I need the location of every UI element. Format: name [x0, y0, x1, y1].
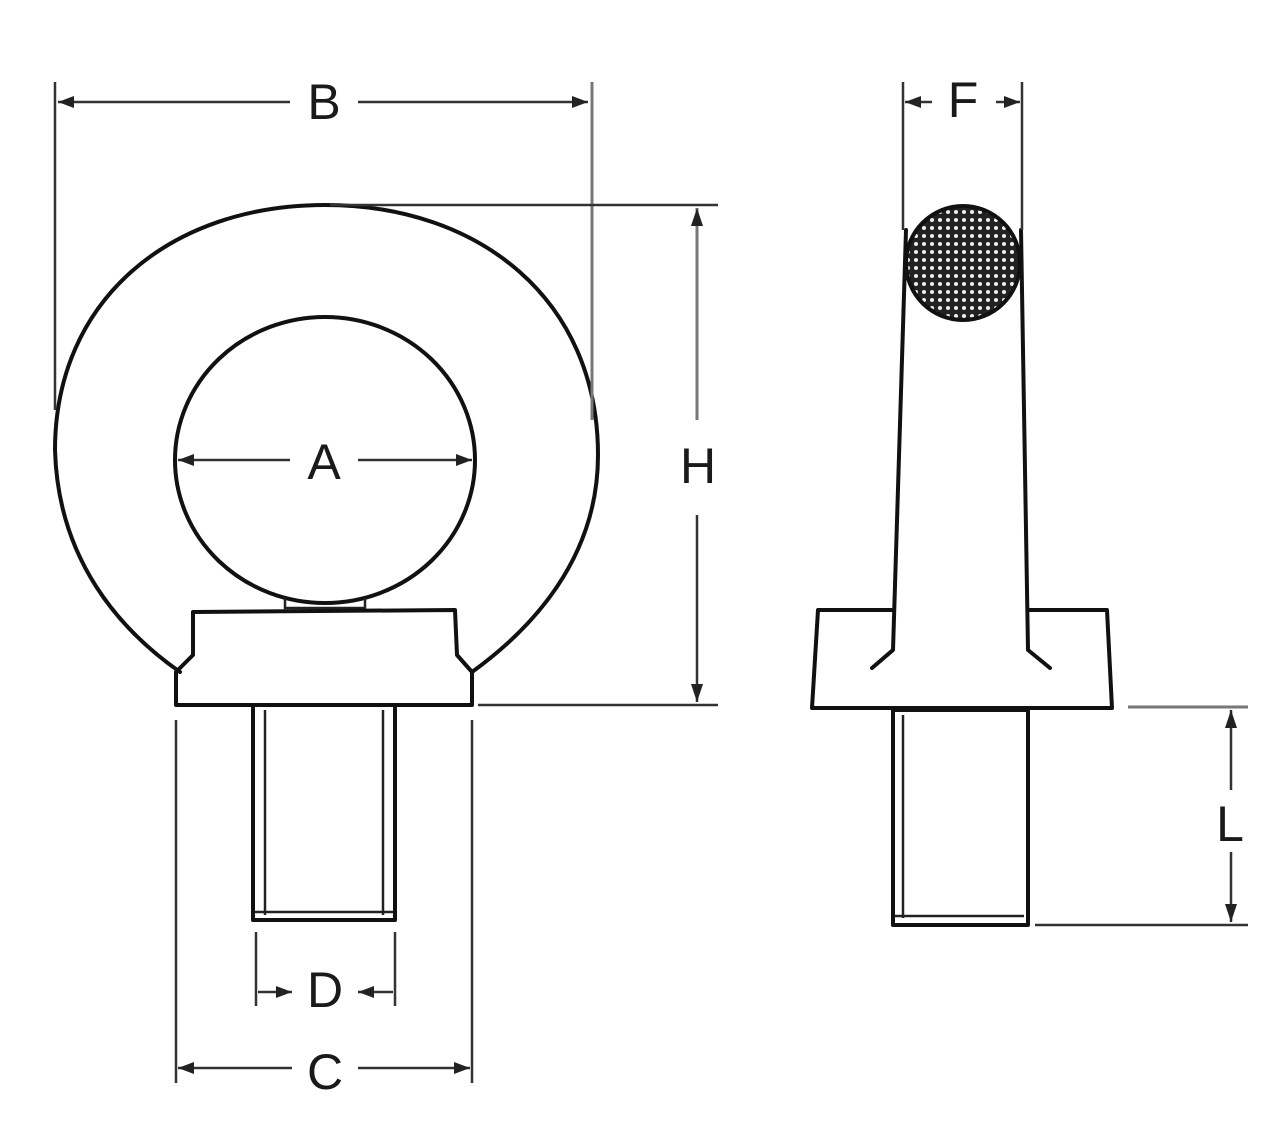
collar-neck — [283, 598, 367, 610]
eye-cross-section — [904, 204, 1022, 322]
label-l: L — [1210, 799, 1250, 849]
dimension-f — [901, 82, 1024, 230]
label-h: H — [673, 441, 723, 491]
dimension-d — [254, 932, 397, 1006]
inner-ring — [173, 315, 477, 605]
dimension-h — [330, 203, 718, 707]
label-b: B — [301, 77, 347, 127]
dimension-l — [1035, 705, 1248, 927]
threaded-shank — [251, 703, 397, 922]
dimension-b — [53, 82, 594, 420]
label-a: A — [301, 437, 347, 487]
outer-ring — [53, 203, 600, 674]
side-view — [810, 204, 1114, 927]
dimension-c — [174, 720, 474, 1083]
side-threaded-shank — [891, 708, 1030, 927]
side-body-left — [870, 228, 908, 670]
front-view — [53, 203, 600, 922]
dimension-a — [178, 454, 472, 466]
side-collar — [810, 608, 1114, 710]
label-d: D — [300, 965, 350, 1015]
side-body-right — [1019, 228, 1052, 670]
collar — [174, 608, 474, 707]
label-f: F — [941, 75, 985, 125]
label-c: C — [300, 1047, 350, 1097]
